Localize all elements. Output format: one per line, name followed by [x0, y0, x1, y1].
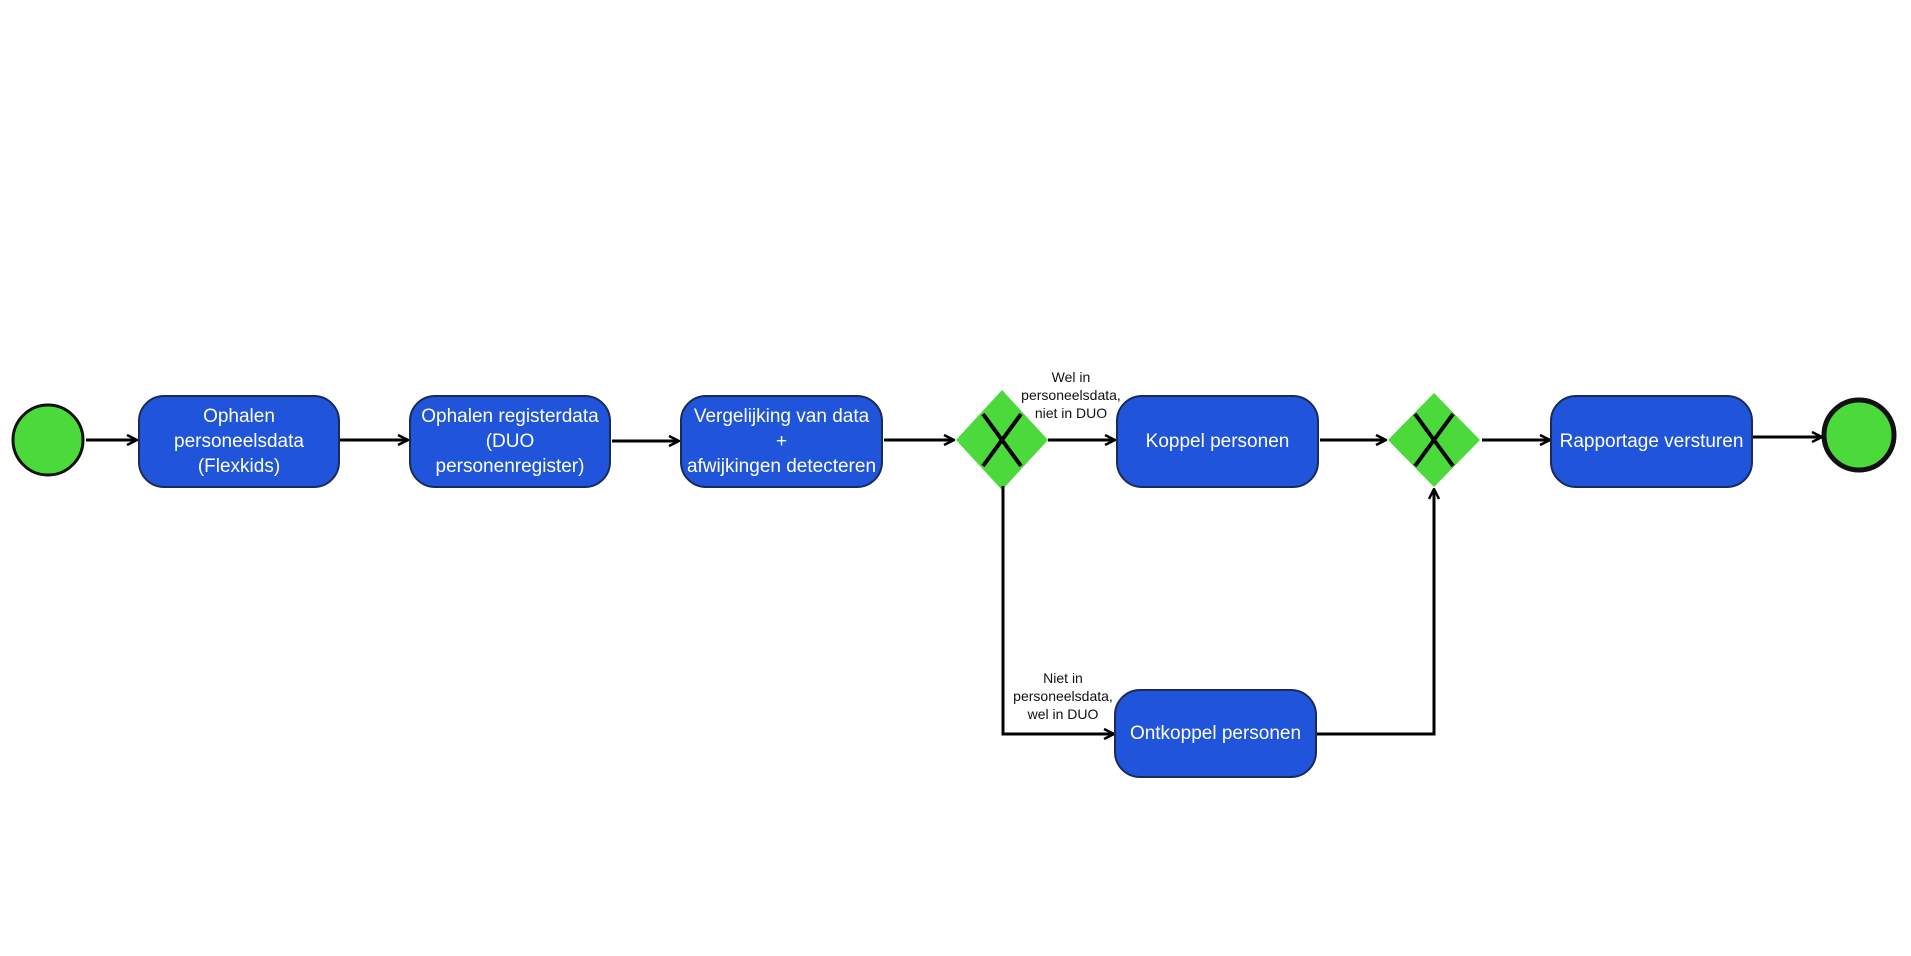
- end-event: [1821, 397, 1897, 473]
- task-label: Vergelijking van data + afwijkingen dete…: [686, 406, 877, 477]
- task-ontkoppel-personen: Ontkoppel personen: [1114, 689, 1317, 778]
- start-event: [11, 403, 85, 477]
- task-rapportage-versturen: Rapportage versturen: [1550, 395, 1753, 488]
- edge-label-wel-in-personeelsdata: Wel in personeelsdata, niet in DUO: [1021, 369, 1121, 421]
- task-vergelijking: Vergelijking van data + afwijkingen dete…: [680, 395, 883, 488]
- sequence-flows: [86, 437, 1822, 734]
- flow-gateway-to-ontkoppel: [1001, 486, 1114, 734]
- task-label: Ophalen registerdata (DUO personenregist…: [421, 406, 599, 477]
- task-ophalen-registerdata: Ophalen registerdata (DUO personenregist…: [409, 395, 611, 488]
- task-label: Koppel personen: [1145, 431, 1290, 452]
- edge-label-niet-in-personeelsdata: Niet in personeelsdata, wel in DUO: [1013, 670, 1113, 722]
- exclusive-gateway-merge: [1388, 393, 1480, 487]
- task-label: Ontkoppel personen: [1129, 723, 1302, 744]
- task-koppel-personen: Koppel personen: [1116, 395, 1319, 488]
- task-label: Ophalen personeelsdata (Flexkids): [174, 406, 304, 477]
- task-ophalen-personeelsdata: Ophalen personeelsdata (Flexkids): [138, 395, 340, 488]
- task-label: Rapportage versturen: [1559, 431, 1744, 452]
- exclusive-gateway-split: [956, 390, 1048, 490]
- flow-ontkoppel-to-merge: [1317, 489, 1434, 736]
